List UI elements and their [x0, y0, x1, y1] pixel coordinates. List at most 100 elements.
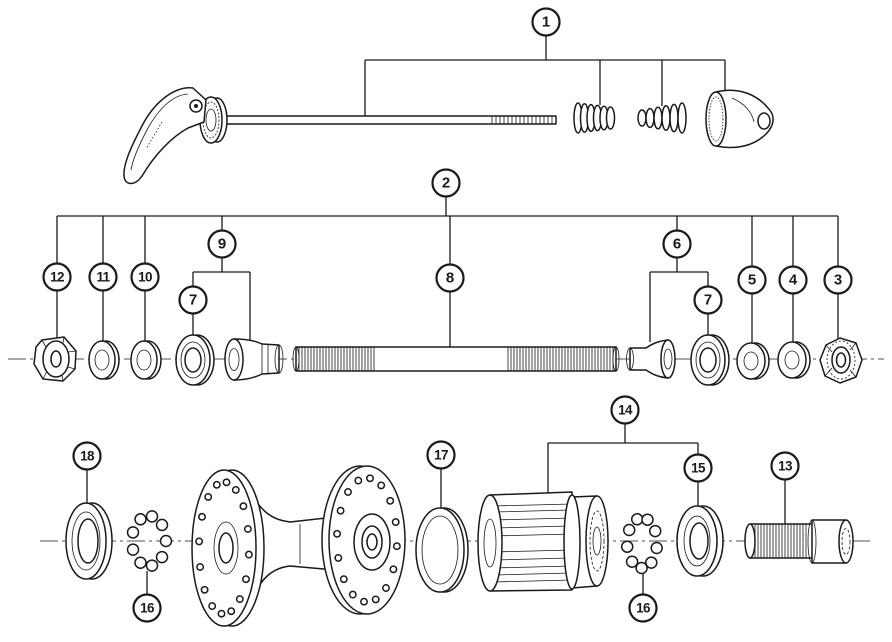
callout-label: 14: [618, 403, 633, 418]
callout-label: 17: [434, 448, 448, 463]
callout-label: 7: [704, 292, 712, 309]
callout-label: 6: [673, 236, 681, 253]
spoke-hole: [231, 485, 240, 494]
spoke-hole: [354, 476, 363, 485]
spoke-hole: [339, 575, 348, 584]
bearing-ball: [620, 540, 634, 553]
spoke-hole: [360, 597, 368, 606]
leader-1: [364, 35, 726, 116]
qr-spring-1: [573, 102, 616, 134]
bearing-ball: [630, 513, 644, 526]
callout-label: 4: [789, 272, 798, 289]
bearing-ball: [635, 561, 648, 575]
spoke-holes-right: [333, 474, 401, 606]
spoke-hole: [198, 512, 206, 521]
qr-spring-2: [637, 102, 687, 134]
bearing-ball: [126, 526, 140, 539]
spoke-hole: [195, 537, 204, 546]
spoke-hole: [222, 478, 231, 487]
spoke-hole: [382, 584, 390, 592]
spoke-hole: [392, 542, 401, 551]
bearing-ball: [126, 543, 140, 556]
cone-right: [626, 339, 676, 379]
callout-6: 6: [662, 229, 692, 259]
hub-flange-left: [191, 469, 265, 627]
bearing-ball: [145, 559, 159, 572]
spring-coil: [605, 106, 616, 130]
callout-16-right: 16: [628, 593, 658, 623]
spoke-hole: [208, 602, 217, 611]
hub-flange-right: [321, 465, 406, 615]
leader-row3-parts: [86, 468, 786, 595]
qr-adjusting-nut: [705, 89, 774, 149]
washer-4: [777, 341, 811, 379]
locknut-left: [33, 336, 77, 382]
callout-label: 5: [748, 272, 756, 289]
bearing-ball: [645, 556, 658, 569]
callout-label: 8: [446, 270, 454, 287]
callout-10: 10: [130, 262, 160, 292]
qr-skewer-rod: [217, 115, 557, 125]
callout-label: 18: [80, 449, 95, 464]
bearing-ball: [625, 555, 639, 568]
spoke-hole: [212, 480, 221, 489]
callout-18: 18: [72, 441, 102, 471]
callout-8: 8: [435, 263, 465, 293]
spoke-hole: [377, 481, 386, 490]
spoke-hole: [366, 474, 374, 483]
callout-label: 2: [442, 175, 450, 192]
callout-label: 16: [140, 601, 155, 616]
callout-5: 5: [737, 265, 767, 295]
callout-15: 15: [683, 453, 713, 483]
callout-label: 1: [542, 14, 550, 31]
washer-10: [130, 340, 162, 380]
washer-11: [88, 340, 120, 380]
callout-13: 13: [770, 451, 800, 481]
callout-label: 11: [96, 270, 110, 285]
spoke-hole: [386, 496, 395, 505]
spoke-hole: [204, 492, 213, 501]
bearing-ball: [155, 550, 169, 564]
spoke-holes-left: [195, 478, 253, 618]
callout-label: 16: [636, 601, 651, 616]
callout-9: 9: [207, 229, 237, 259]
leader-row2-parts: [56, 290, 839, 347]
spring-coil: [677, 102, 687, 134]
spoke-hole: [344, 488, 352, 496]
leader-14: [547, 423, 699, 493]
callout-2: 2: [431, 168, 461, 198]
bearing-ball: [159, 534, 173, 548]
seal-right: [690, 334, 730, 386]
callout-label: 10: [138, 270, 152, 285]
bearing-ball: [134, 556, 147, 569]
callout-14: 14: [610, 395, 640, 425]
washer-5: [736, 342, 770, 380]
callout-17: 17: [426, 440, 456, 470]
spoke-hole: [389, 565, 398, 574]
cone-freehub: [676, 505, 724, 577]
spoke-hole: [334, 553, 343, 562]
callout-label: 12: [50, 270, 64, 285]
cone-left: [224, 338, 284, 381]
bearing-ball: [145, 510, 159, 523]
spring-coil: [669, 103, 679, 133]
spoke-hole: [239, 502, 248, 511]
callout-12: 12: [42, 262, 72, 292]
bearing-ball: [622, 523, 636, 537]
spoke-hole: [200, 585, 209, 594]
locknut-right: [819, 337, 863, 384]
spoke-hole: [196, 563, 205, 571]
callout-label: 13: [778, 459, 793, 474]
callout-16-left: 16: [132, 593, 162, 623]
spring-coil: [637, 109, 647, 127]
spoke-hole: [348, 590, 357, 599]
spoke-hole: [336, 506, 345, 515]
callout-3: 3: [823, 265, 853, 295]
callout-label: 9: [218, 236, 226, 253]
spoke-hole: [242, 575, 250, 584]
spoke-hole: [371, 595, 380, 604]
dust-seal: [65, 502, 113, 580]
spoke-hole: [244, 550, 253, 559]
leader-6: [649, 257, 709, 342]
